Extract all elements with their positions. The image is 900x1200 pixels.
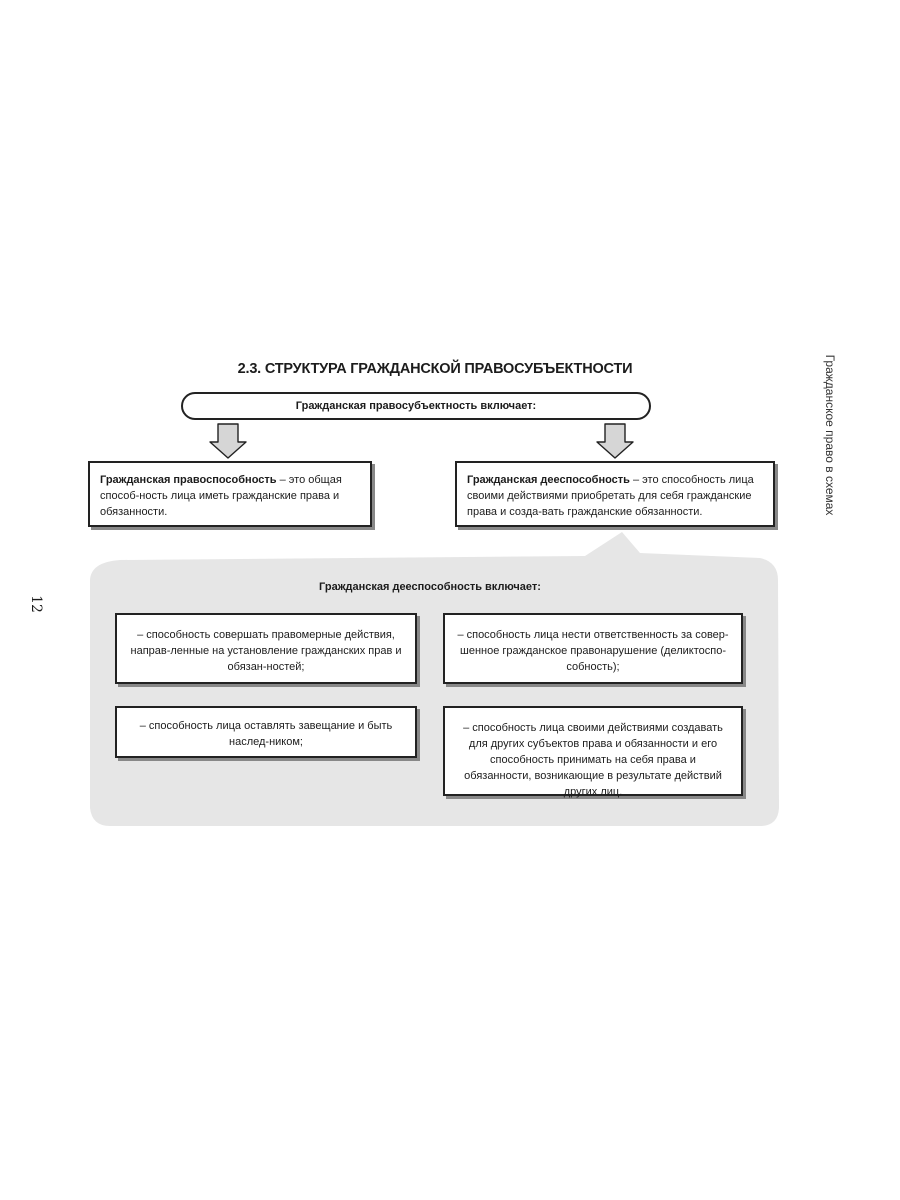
includes-item: – способность совершать правомерные дейс… (115, 613, 417, 684)
includes-item: – способность лица оставлять завещание и… (115, 706, 417, 758)
page-number: 12 (28, 595, 44, 613)
section-title: 2.3. СТРУКТУРА ГРАЖДАНСКОЙ ПРАВОСУБЪЕКТН… (237, 361, 633, 377)
active-capacity-text: – это способность лица своими действиями… (467, 474, 754, 518)
active-capacity-definition-box: Гражданская дееспособность – это способн… (455, 461, 775, 527)
running-title: Гражданское право в схемах (823, 354, 837, 516)
arrow-right-icon (596, 423, 634, 459)
arrow-left-icon (209, 423, 247, 459)
includes-item: – способность лица своими действиями соз… (443, 706, 743, 798)
legal-capacity-definition-box: Гражданская правоспособность – это общая… (88, 461, 372, 527)
active-capacity-includes-title: Гражданская дееспособность включает: (319, 581, 541, 593)
legal-personality-box: Гражданская правосубъектность включает: (181, 392, 651, 420)
legal-capacity-term: Гражданская правоспособность (100, 474, 277, 486)
includes-item: – способность лица нести ответственность… (443, 613, 743, 684)
active-capacity-term: Гражданская дееспособность (467, 474, 630, 486)
legal-capacity-text: – это общая способ-ность лица иметь граж… (100, 474, 342, 518)
